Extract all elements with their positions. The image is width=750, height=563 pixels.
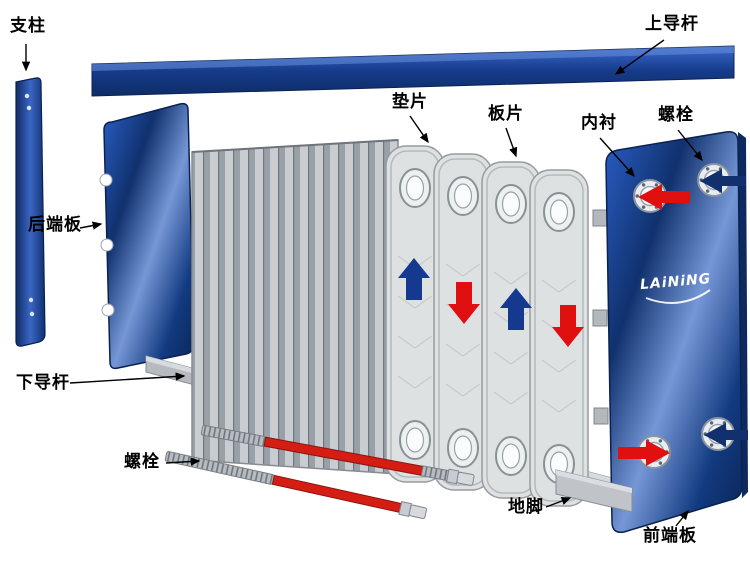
label-plate: 板片 bbox=[488, 104, 524, 124]
flow-up-arrow-1 bbox=[398, 258, 430, 300]
label-bolt-bottom: 螺栓 bbox=[124, 452, 160, 472]
label-lower-guide-rod: 下导杆 bbox=[16, 373, 70, 393]
label-support-column: 支柱 bbox=[10, 16, 46, 36]
flow-arrows bbox=[398, 258, 584, 347]
leader-lines bbox=[21, 39, 703, 527]
port-arrow-red-bottom bbox=[618, 440, 670, 466]
flow-up-arrow-2 bbox=[500, 288, 532, 330]
brand-swoosh bbox=[645, 289, 711, 304]
front-plate-clips bbox=[592, 209, 609, 425]
label-upper-guide-rod: 上导杆 bbox=[645, 14, 699, 34]
label-bolt-top: 螺栓 bbox=[658, 105, 694, 125]
bolt-rod-1 bbox=[200, 424, 475, 486]
separated-plates bbox=[385, 145, 589, 507]
flow-down-arrow-2 bbox=[552, 305, 584, 347]
port-arrow-blue-top bbox=[700, 169, 746, 193]
label-gasket: 垫片 bbox=[392, 92, 428, 112]
plate-pack-shape bbox=[191, 139, 399, 475]
foot-shape bbox=[555, 469, 633, 513]
port-arrow-red-top bbox=[638, 184, 690, 210]
label-foot: 地脚 bbox=[508, 497, 544, 517]
label-inner-lining: 内衬 bbox=[581, 113, 617, 133]
upper-guide-rod-shape bbox=[91, 45, 735, 97]
label-rear-end-plate: 后端板 bbox=[28, 215, 82, 235]
rear-end-plate-shape bbox=[99, 102, 195, 370]
brand-text: LAiNiNG bbox=[639, 271, 711, 293]
label-front-end-plate: 前端板 bbox=[643, 526, 697, 546]
port-arrow-blue-bottom bbox=[704, 423, 748, 447]
front-end-plate-shape: LAiNiNG bbox=[605, 130, 748, 534]
support-column-shape bbox=[15, 77, 46, 347]
flow-down-arrow-1 bbox=[448, 282, 480, 324]
